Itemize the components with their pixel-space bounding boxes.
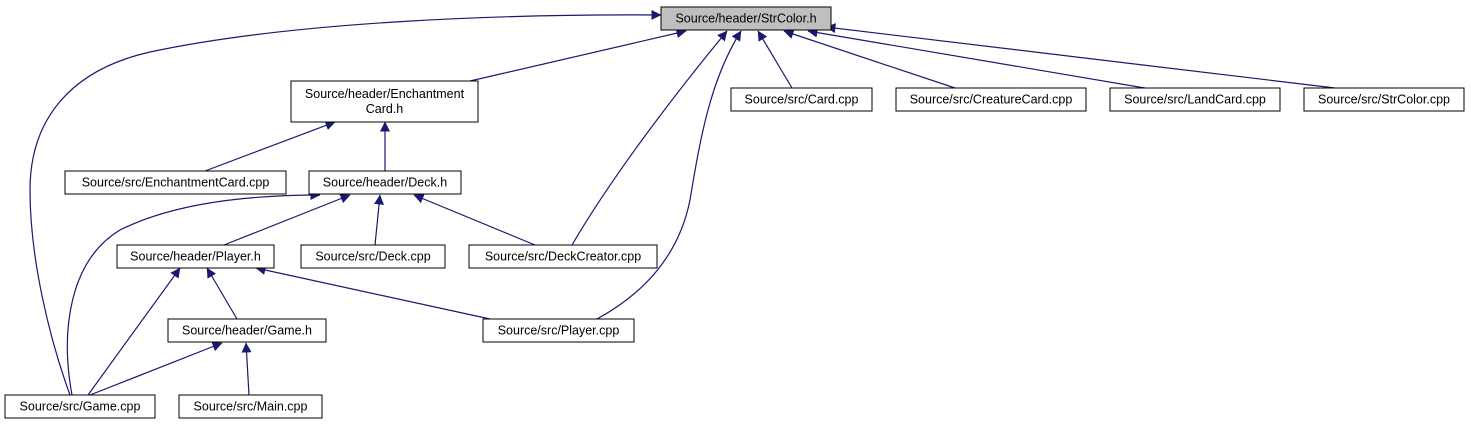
node-player-cpp[interactable]: Source/src/Player.cpp: [482, 318, 635, 343]
node-game-cpp[interactable]: Source/src/Game.cpp: [4, 394, 156, 419]
nodes-layer: Source/header/StrColor.hSource/header/En…: [4, 6, 1465, 419]
edge-deck-cpp-to-deck-h: [374, 194, 385, 246]
node-label: Source/src/Card.cpp: [745, 93, 859, 107]
node-label: Source/header/Game.h: [182, 324, 312, 338]
node-box: [468, 244, 658, 269]
node-label: Source/header/Enchantment: [305, 87, 465, 101]
edge-deckcreator-cpp-to-strcolor-h: [571, 30, 728, 246]
edge-game-h-to-player-h: [206, 267, 238, 320]
node-strcolor-h[interactable]: Source/header/StrColor.h: [660, 6, 832, 31]
node-label: Source/header/Deck.h: [323, 176, 447, 190]
node-main-cpp[interactable]: Source/src/Main.cpp: [178, 394, 323, 419]
node-creaturecard-cpp[interactable]: Source/src/CreatureCard.cpp: [895, 87, 1087, 112]
node-player-h[interactable]: Source/header/Player.h: [116, 244, 275, 269]
edge-deckcreator-cpp-to-deck-h: [413, 194, 536, 246]
node-landcard-cpp[interactable]: Source/src/LandCard.cpp: [1109, 87, 1281, 112]
node-box: [300, 244, 446, 269]
edge-main-cpp-to-game-h: [241, 342, 252, 396]
node-box: [1109, 87, 1281, 112]
node-label: Card.h: [366, 102, 404, 116]
node-label: Source/src/CreatureCard.cpp: [910, 93, 1073, 107]
edges-layer: [29, 9, 1336, 396]
node-box: [290, 80, 479, 123]
edge-landcard-cpp-to-strcolor-h: [807, 27, 1146, 89]
edge-game-cpp-to-game-h: [89, 341, 223, 396]
node-label: Source/src/EnchantmentCard.cpp: [82, 176, 270, 190]
node-box: [64, 170, 287, 195]
node-enchantmentcard-h[interactable]: Source/header/EnchantmentCard.h: [290, 80, 479, 123]
edge-game-cpp-to-strcolor-h: [29, 9, 662, 396]
edge-player-cpp-to-strcolor-h: [596, 30, 742, 320]
node-box: [895, 87, 1087, 112]
node-deck-cpp[interactable]: Source/src/Deck.cpp: [300, 244, 446, 269]
node-box: [178, 394, 323, 419]
node-box: [482, 318, 635, 343]
node-game-h[interactable]: Source/header/Game.h: [167, 318, 327, 343]
node-box: [4, 394, 156, 419]
node-box: [660, 6, 832, 31]
node-box: [116, 244, 275, 269]
node-box: [730, 87, 873, 112]
node-box: [167, 318, 327, 343]
node-deckcreator-cpp[interactable]: Source/src/DeckCreator.cpp: [468, 244, 658, 269]
edge-enchantmentcard-h-to-strcolor-h: [469, 28, 687, 82]
edge-creaturecard-cpp-to-strcolor-h: [783, 29, 956, 89]
node-label: Source/header/Player.h: [130, 250, 261, 264]
node-label: Source/src/Game.cpp: [20, 400, 141, 414]
node-deck-h[interactable]: Source/header/Deck.h: [308, 170, 462, 195]
edge-card-cpp-to-strcolor-h: [757, 30, 793, 89]
edge-game-cpp-to-player-h: [87, 267, 181, 396]
node-label: Source/src/DeckCreator.cpp: [485, 250, 641, 264]
node-strcolor-cpp[interactable]: Source/src/StrColor.cpp: [1303, 87, 1465, 112]
edge-enchantmentcard-cpp-to-enchantmentcard-h: [204, 120, 336, 172]
node-label: Source/src/Deck.cpp: [315, 250, 430, 264]
node-label: Source/src/Main.cpp: [194, 400, 308, 414]
node-box: [308, 170, 462, 195]
node-box: [1303, 87, 1465, 112]
edge-player-h-to-deck-h: [223, 193, 351, 246]
node-card-cpp[interactable]: Source/src/Card.cpp: [730, 87, 873, 112]
node-label: Source/header/StrColor.h: [675, 12, 816, 26]
edge-player-cpp-to-player-h: [255, 265, 491, 320]
node-label: Source/src/LandCard.cpp: [1124, 93, 1266, 107]
edge-game-cpp-to-deck-h: [66, 190, 321, 396]
node-enchantmentcard-cpp[interactable]: Source/src/EnchantmentCard.cpp: [64, 170, 287, 195]
edge-strcolor-cpp-to-strcolor-h: [825, 23, 1336, 89]
node-label: Source/src/StrColor.cpp: [1318, 93, 1450, 107]
node-label: Source/src/Player.cpp: [498, 324, 620, 338]
